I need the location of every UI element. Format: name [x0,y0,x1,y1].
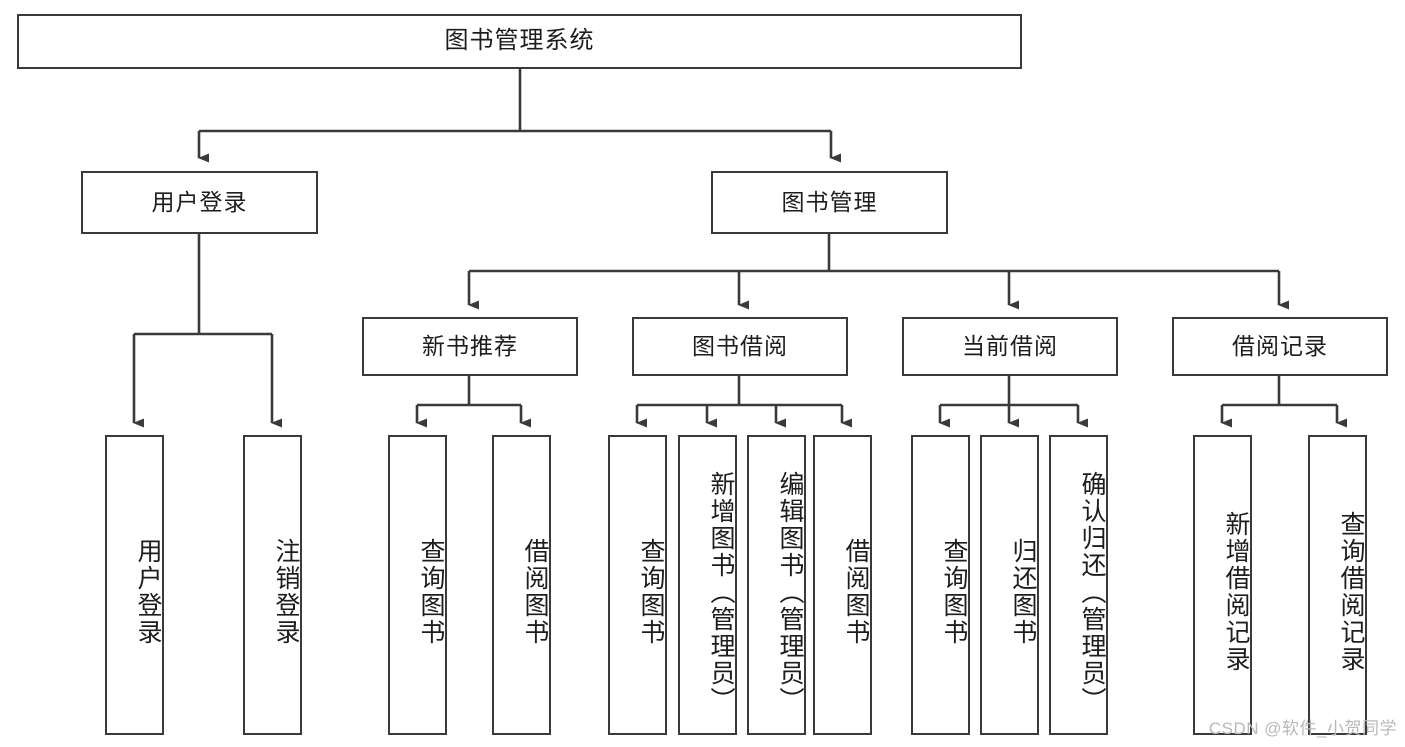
node-borrow-record-label: 借阅记录 [1232,332,1328,359]
node-book-manage-label: 图书管理 [781,188,878,215]
node-leaf-confirm-return[interactable]: 确认归还（管理员） [1049,435,1108,735]
node-leaf-query-book-2-label: 查询图书 [637,538,665,646]
node-user-login[interactable]: 用户登录 [81,171,318,234]
node-leaf-user-login[interactable]: 用户登录 [105,435,164,735]
node-leaf-query-book-1[interactable]: 查询图书 [388,435,447,735]
node-book-borrow-label: 图书借阅 [692,332,788,359]
node-leaf-query-book-3-label: 查询图书 [940,538,968,646]
node-new-book-recommend-label: 新书推荐 [422,332,518,359]
node-leaf-edit-book[interactable]: 编辑图书（管理员） [747,435,806,735]
node-leaf-logout-label: 注销登录 [272,538,300,646]
node-book-manage[interactable]: 图书管理 [711,171,948,234]
node-root[interactable]: 图书管理系统 [17,14,1022,69]
node-leaf-borrow-book-2-label: 借阅图书 [842,538,870,646]
node-leaf-return-book[interactable]: 归还图书 [980,435,1039,735]
node-leaf-borrow-book-2[interactable]: 借阅图书 [813,435,872,735]
node-borrow-record[interactable]: 借阅记录 [1172,317,1388,376]
node-leaf-user-login-label: 用户登录 [134,538,162,646]
node-current-borrow-label: 当前借阅 [962,332,1058,359]
node-leaf-borrow-book-1-label: 借阅图书 [521,538,549,646]
node-current-borrow[interactable]: 当前借阅 [902,317,1118,376]
csdn-watermark: CSDN @软件_小贺同学 [1208,719,1397,738]
node-leaf-query-record-label: 查询借阅记录 [1337,511,1365,673]
node-leaf-query-book-3[interactable]: 查询图书 [911,435,970,735]
node-root-label: 图书管理系统 [444,27,595,55]
node-new-book-recommend[interactable]: 新书推荐 [362,317,578,376]
node-leaf-query-record[interactable]: 查询借阅记录 [1308,435,1367,735]
node-leaf-add-book[interactable]: 新增图书（管理员） [678,435,737,735]
node-leaf-add-record[interactable]: 新增借阅记录 [1193,435,1252,735]
node-leaf-confirm-return-label: 确认归还（管理员） [1078,470,1106,714]
node-leaf-query-book-2[interactable]: 查询图书 [608,435,667,735]
node-leaf-borrow-book-1[interactable]: 借阅图书 [492,435,551,735]
node-leaf-edit-book-label: 编辑图书（管理员） [776,470,804,714]
node-leaf-logout[interactable]: 注销登录 [243,435,302,735]
node-book-borrow[interactable]: 图书借阅 [632,317,848,376]
node-user-login-label: 用户登录 [151,188,248,215]
node-leaf-return-book-label: 归还图书 [1009,538,1037,646]
node-leaf-query-book-1-label: 查询图书 [417,538,445,646]
node-leaf-add-record-label: 新增借阅记录 [1222,511,1250,673]
node-leaf-add-book-label: 新增图书（管理员） [707,470,735,714]
